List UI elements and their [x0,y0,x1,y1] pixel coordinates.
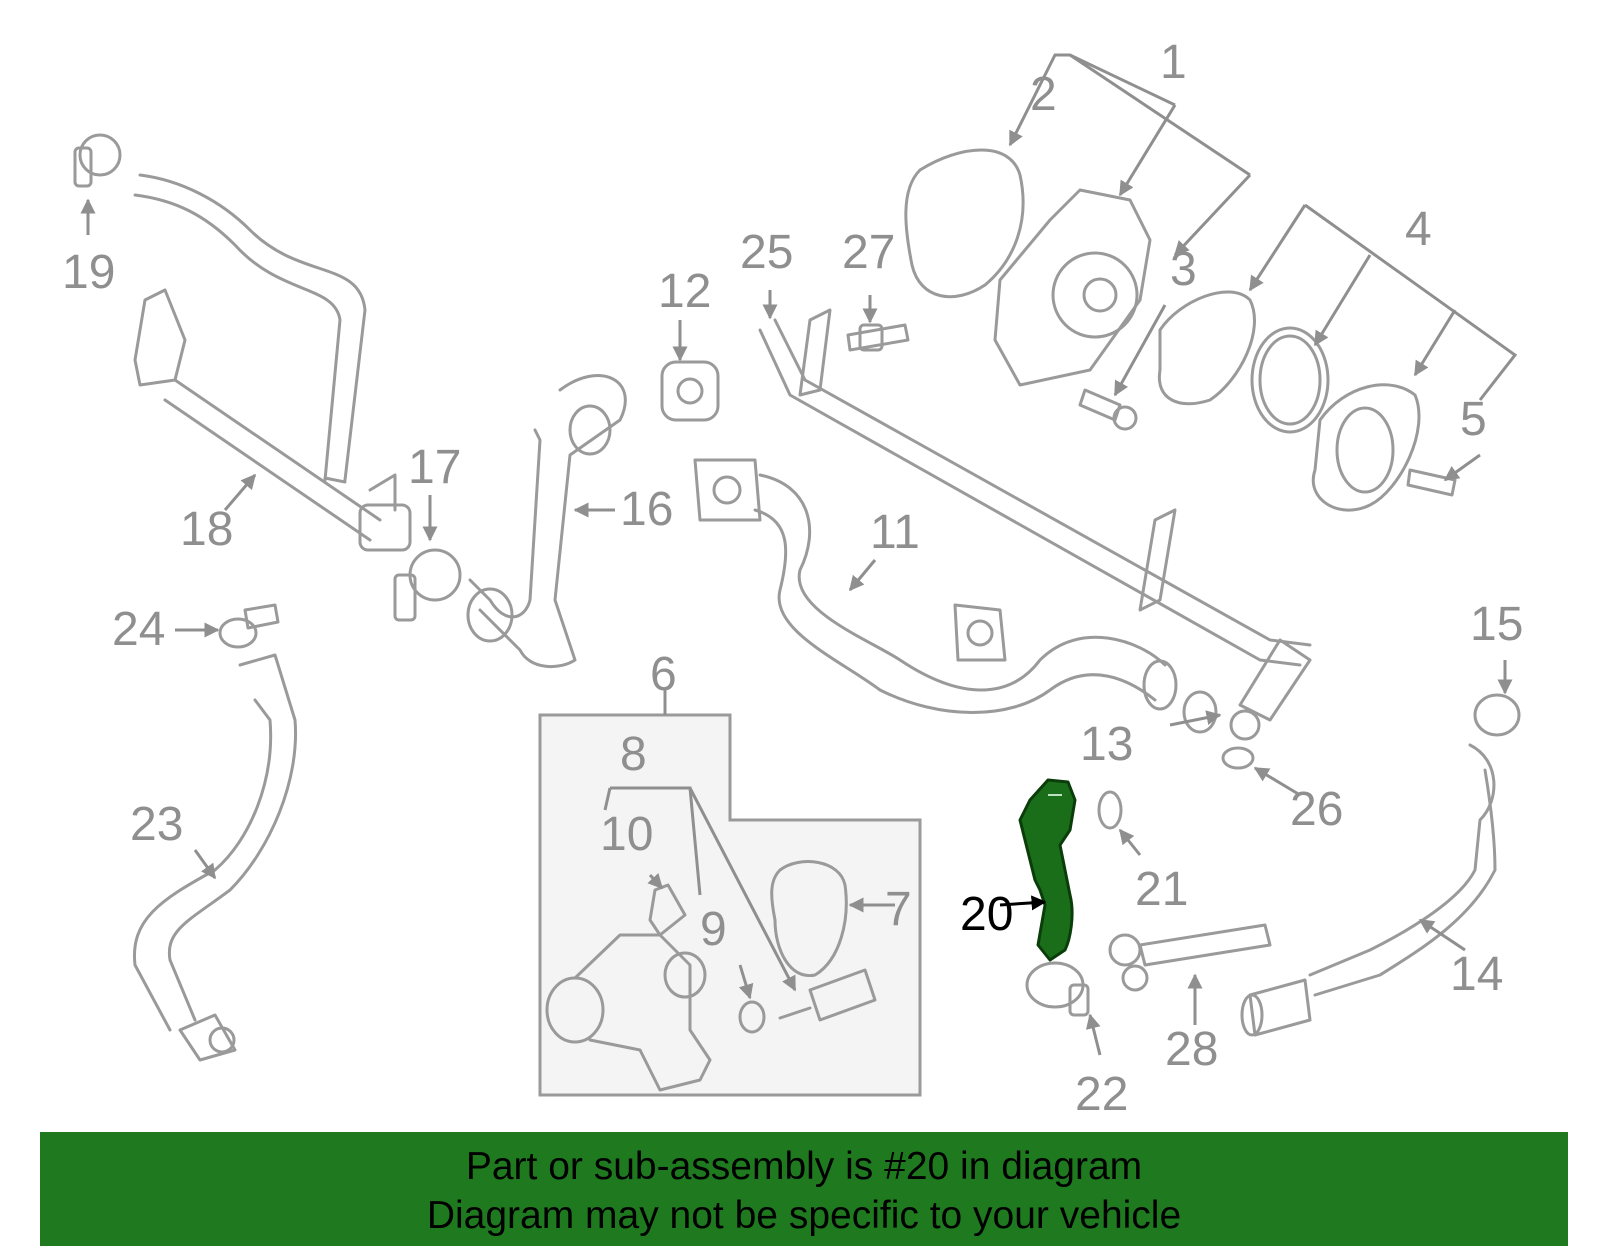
info-banner: Part or sub-assembly is #20 in diagram D… [40,1132,1568,1246]
callout-9: 9 [700,903,727,956]
part-20-hose-highlighted [1018,778,1077,962]
part-16-hose [466,374,627,669]
part-14-hose [1240,743,1497,1037]
part-9-o-ring [738,1000,766,1034]
part-1-housing [993,188,1152,387]
part-17-clamp [393,548,462,622]
part-15-cap [1473,693,1521,737]
callout-10: 10 [600,808,653,861]
callout-6: 6 [650,648,677,701]
callout-labels: 1 2 3 4 5 6 7 8 9 10 11 12 13 14 15 16 1… [62,36,1523,1121]
part-28-pipe [1108,923,1272,992]
part-18-hose-upper [133,173,367,484]
part-11-pipe [693,458,1178,714]
part-2-gasket [904,148,1025,299]
callout-17: 17 [408,441,461,494]
part-25-pipe [758,308,1312,741]
part-26-o-ring [1221,746,1255,770]
part-19-clamp [73,133,122,188]
callout-13: 13 [1080,718,1133,771]
callout-3: 3 [1170,243,1197,296]
callout-26: 26 [1290,783,1343,836]
callout-2: 2 [1030,68,1057,121]
callout-12: 12 [658,265,711,318]
part-12-gasket [660,360,720,422]
part-8-sensor [778,968,877,1022]
thermostat-housing [545,933,712,1092]
callout-27: 27 [842,226,895,279]
assembly-6-box [538,713,922,1097]
part-18-pipe [133,288,412,552]
callout-8: 8 [620,728,647,781]
part-13-o-ring [1182,690,1218,734]
part-23-hose [132,653,298,1062]
callout-25: 25 [740,226,793,279]
part-24-clamp [218,603,280,649]
part-4-seals [1157,290,1421,512]
callout-19: 19 [62,246,115,299]
part-22-clamp [1025,961,1090,1017]
part-21-o-ring [1097,790,1123,830]
callout-23: 23 [130,798,183,851]
callout-18: 18 [180,503,233,556]
callout-16: 16 [620,483,673,536]
banner-line-2: Diagram may not be specific to your vehi… [426,1194,1182,1237]
part-10-clip [648,883,687,937]
part-7-gasket [770,860,848,977]
banner-line-1: Part or sub-assembly is #20 in diagram [465,1145,1143,1188]
callout-5: 5 [1460,393,1487,446]
callout-22: 22 [1075,1068,1128,1121]
callout-15: 15 [1470,598,1523,651]
callout-20: 20 [960,888,1013,941]
callout-24: 24 [112,603,165,656]
part-27-bolt [846,323,910,352]
leader-lines [80,53,1518,1056]
callout-7: 7 [885,883,912,936]
parts-diagram: 1 2 3 4 5 6 7 8 9 10 11 12 13 14 15 16 1… [62,36,1523,1121]
callout-11: 11 [870,506,920,559]
part-5-bolt [1406,468,1457,497]
callout-4: 4 [1405,203,1432,256]
callout-21: 21 [1135,863,1188,916]
part-3-bolt [1078,388,1138,431]
callout-1: 1 [1160,36,1187,89]
callout-28: 28 [1165,1023,1218,1076]
callout-14: 14 [1450,948,1503,1001]
